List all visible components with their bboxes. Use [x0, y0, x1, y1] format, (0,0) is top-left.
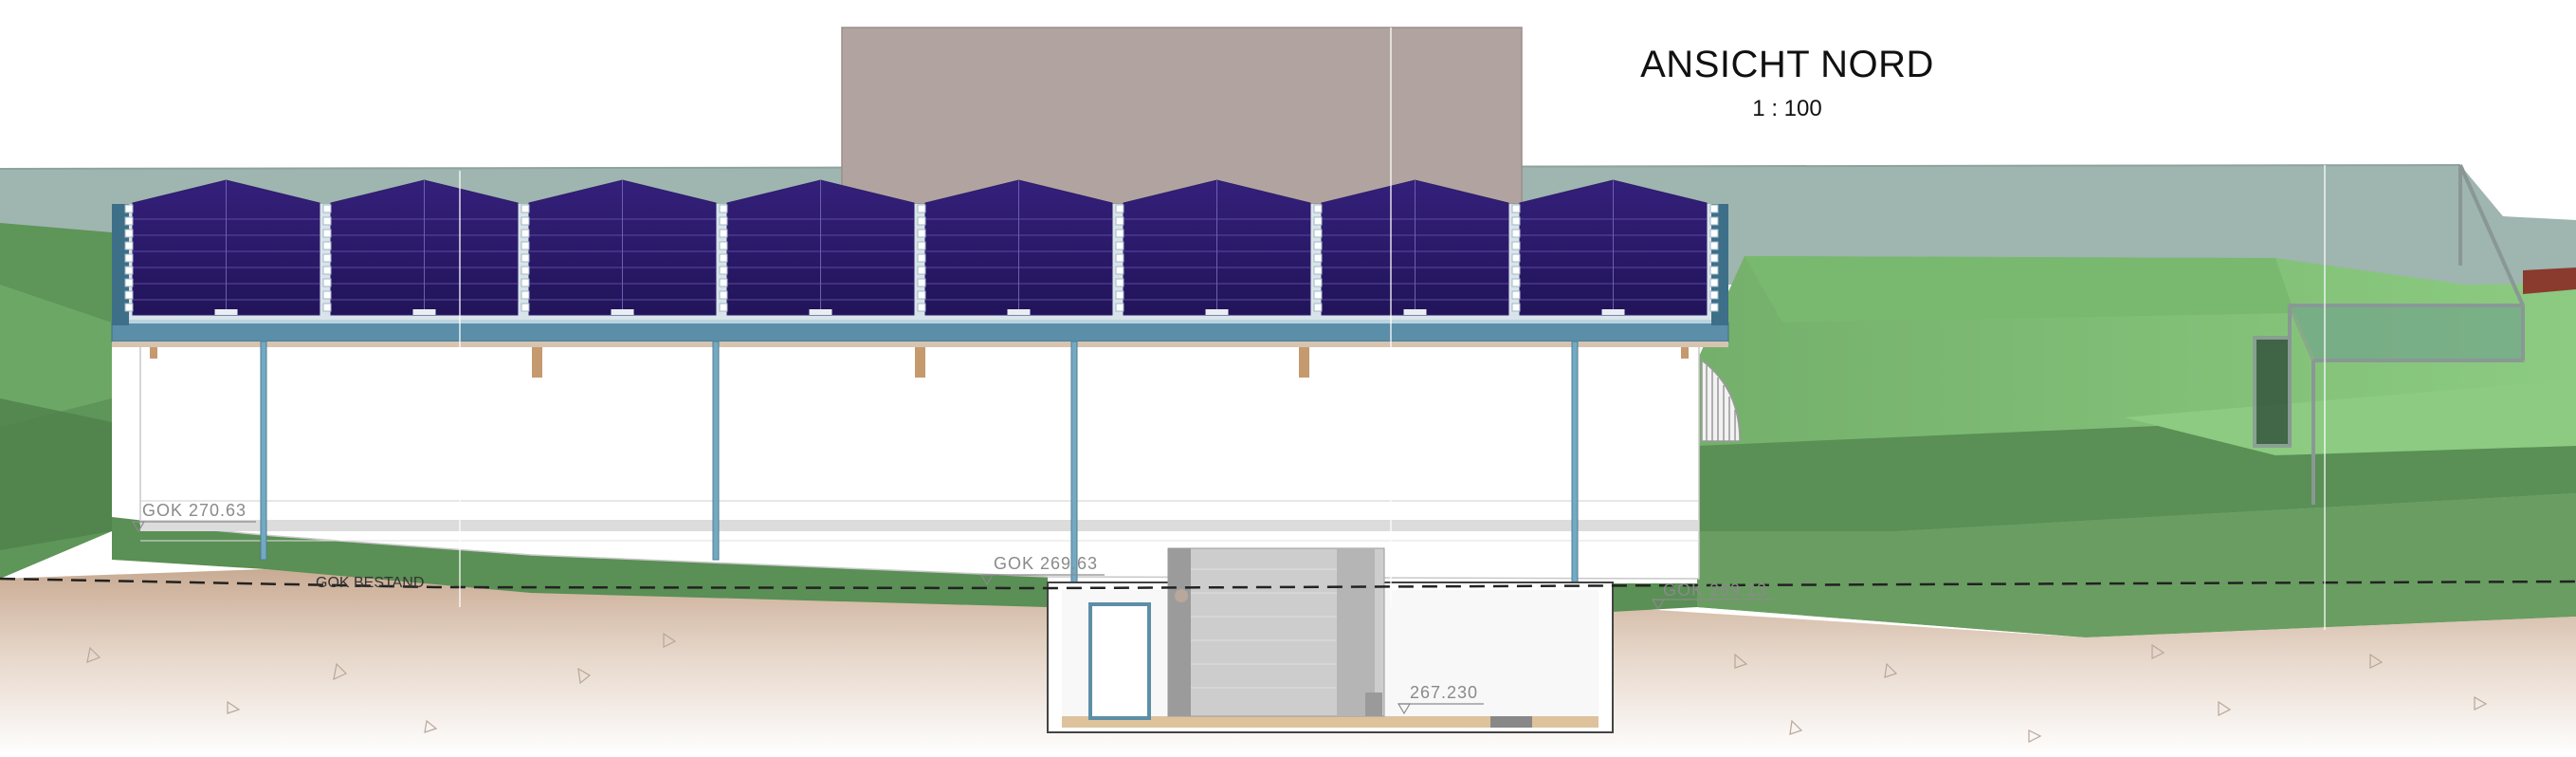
view-title-block: ANSICHT NORD 1 : 100: [1555, 44, 2019, 122]
solar-module: [132, 179, 320, 316]
solar-array: [124, 179, 1719, 316]
existing-ground-label: GOK BESTAND: [316, 575, 425, 591]
frame-slats: [124, 204, 134, 312]
solar-module: [1519, 179, 1708, 316]
ramp-railing: [1701, 359, 1741, 442]
roof-slab: [111, 322, 1729, 342]
frame-slats: [917, 204, 926, 312]
frame-slats: [719, 204, 728, 312]
solar-module: [1123, 179, 1311, 316]
existing-ground-line: [0, 577, 2576, 590]
basement-door: [1088, 602, 1151, 720]
frame-slats: [1511, 204, 1521, 312]
frame-slats: [1313, 204, 1323, 312]
frame-slats: [521, 204, 530, 312]
basement-section: [1047, 547, 1614, 733]
solar-module: [330, 179, 519, 316]
view-title: ANSICHT NORD: [1640, 44, 1934, 85]
frame-slats: [322, 204, 332, 312]
scale-label: 1 : 100: [1752, 96, 1822, 121]
solar-module: [1321, 179, 1509, 316]
rear-tower: [841, 27, 1523, 205]
solar-module: [726, 179, 915, 316]
level-label-gok-269-13: GOK 269.13: [1663, 581, 1768, 600]
level-label-gok-270: GOK 270.63: [142, 501, 247, 520]
level-markers: [131, 521, 1773, 715]
level-label-gok-269-63: GOK 269.63: [994, 554, 1099, 573]
frame-slats: [1115, 204, 1124, 312]
solar-module: [528, 179, 717, 316]
solar-module: [924, 179, 1113, 316]
frame-slats: [1709, 204, 1719, 312]
glass-structure: [2253, 164, 2525, 505]
level-label-basement: 267.230: [1410, 683, 1479, 702]
